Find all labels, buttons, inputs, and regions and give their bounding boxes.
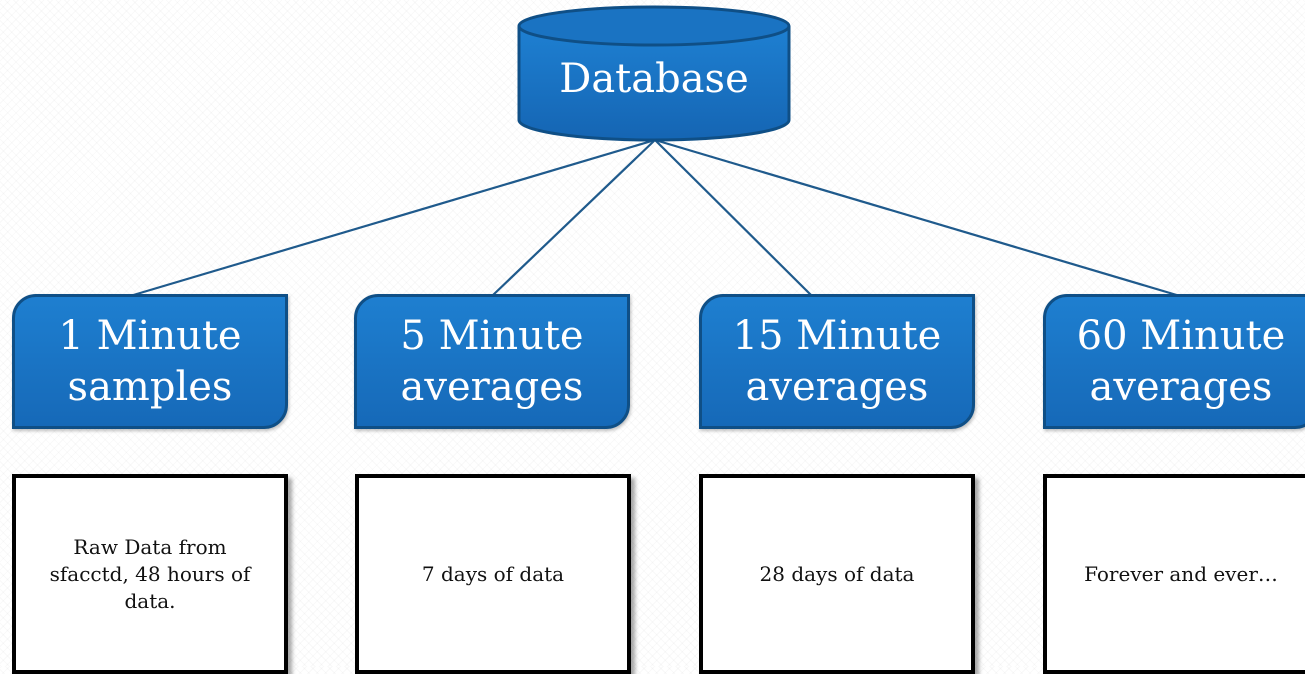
note-60-minute: Forever and ever… [1043,474,1305,674]
connector-60-minute [654,138,1181,298]
tier-15-minute: 15 Minute averages [699,294,975,429]
note-text: 28 days of data [759,561,915,586]
note-text: Forever and ever… [1084,561,1278,586]
connector-5-minute [491,139,656,297]
tier-title: 60 Minute [1076,312,1286,359]
tier-title: 5 Minute [400,312,584,359]
tier-60-minute: 60 Minute averages [1043,294,1305,429]
tier-subtitle: averages [745,363,929,410]
note-15-minute: 28 days of data [699,474,975,674]
tier-subtitle: averages [400,363,584,410]
tier-subtitle: samples [67,363,233,410]
tier-1-minute: 1 Minute samples [12,294,288,429]
tier-title: 15 Minute [732,312,942,359]
connector-15-minute [654,139,813,297]
database-label: Database [559,56,749,102]
note-text: Raw Data from sfacctd, 48 hours of data. [49,534,251,613]
tier-title: 1 Minute [58,312,242,359]
note-text: 7 days of data [421,561,565,586]
tier-subtitle: averages [1089,363,1273,410]
database-node: Database [517,4,791,142]
tier-5-minute: 5 Minute averages [354,294,630,429]
database-cylinder-icon [517,5,791,142]
note-5-minute: 7 days of data [355,474,631,674]
note-1-minute: Raw Data from sfacctd, 48 hours of data. [12,474,288,674]
connector-1-minute [129,138,656,298]
